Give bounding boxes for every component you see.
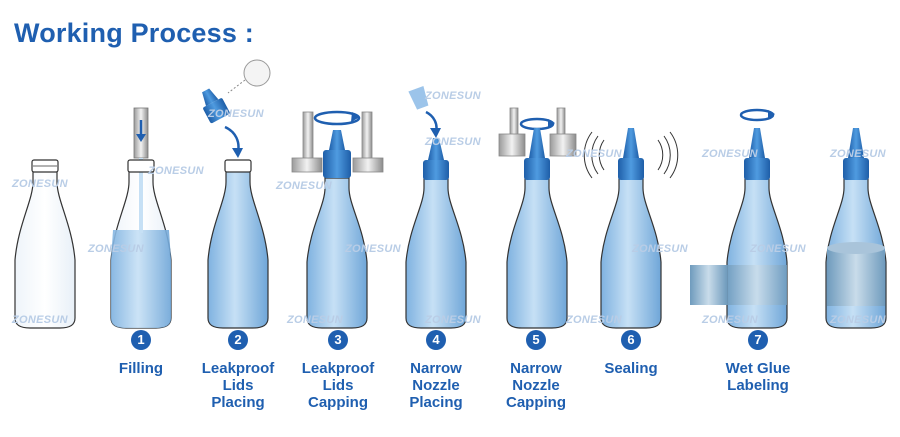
watermark: ZONESUN <box>830 148 886 160</box>
step-7: 7 Wet Glue Labeling <box>703 330 813 394</box>
watermark: ZONESUN <box>12 314 68 326</box>
step-number-badge: 5 <box>526 330 546 350</box>
step-number-badge: 1 <box>131 330 151 350</box>
bottle-labeling <box>690 108 788 329</box>
bottle-finished <box>825 128 887 329</box>
watermark: ZONESUN <box>702 148 758 160</box>
watermark: ZONESUN <box>702 314 758 326</box>
watermark: ZONESUN <box>148 165 204 177</box>
step-label: Wet Glue Labeling <box>725 360 791 394</box>
step-1: 1 Filling <box>86 330 196 377</box>
watermark: ZONESUN <box>345 243 401 255</box>
watermark: ZONESUN <box>88 243 144 255</box>
watermark: ZONESUN <box>425 314 481 326</box>
bottle-lid-placing <box>202 59 271 329</box>
watermark: ZONESUN <box>632 243 688 255</box>
watermark: ZONESUN <box>208 108 264 120</box>
step-4: 4 Narrow Nozzle Placing <box>381 330 491 411</box>
step-number-badge: 6 <box>621 330 641 350</box>
bottle-nozzle-placing <box>405 85 467 329</box>
step-label: Narrow Nozzle Capping <box>506 360 566 411</box>
watermark: ZONESUN <box>566 148 622 160</box>
step-label: Leakproof Lids Placing <box>201 360 275 411</box>
step-number-badge: 2 <box>228 330 248 350</box>
empty-bottle <box>14 159 76 329</box>
step-label: Sealing <box>604 360 658 377</box>
step-5: 5 Narrow Nozzle Capping <box>481 330 591 411</box>
watermark: ZONESUN <box>12 178 68 190</box>
step-number-badge: 4 <box>426 330 446 350</box>
bottle-nozzle-capping <box>498 107 577 329</box>
watermark: ZONESUN <box>425 136 481 148</box>
page-title: Working Process : <box>14 18 254 48</box>
step-6: 6 Sealing <box>576 330 686 377</box>
watermark: ZONESUN <box>276 180 332 192</box>
watermark: ZONESUN <box>830 314 886 326</box>
step-2: 2 Leakproof Lids Placing <box>183 330 293 411</box>
watermark: ZONESUN <box>287 314 343 326</box>
bottle-filling <box>110 107 172 329</box>
step-number-badge: 3 <box>328 330 348 350</box>
step-number-badge: 7 <box>748 330 768 350</box>
step-label: Filling <box>118 360 164 377</box>
watermark: ZONESUN <box>566 314 622 326</box>
step-label: Narrow Nozzle Placing <box>409 360 463 411</box>
bottle-lid-capping <box>291 110 384 329</box>
step-label: Leakproof Lids Capping <box>301 360 375 411</box>
bottle-sealing <box>583 128 679 329</box>
step-3: 3 Leakproof Lids Capping <box>283 330 393 411</box>
watermark: ZONESUN <box>425 90 481 102</box>
watermark: ZONESUN <box>750 243 806 255</box>
